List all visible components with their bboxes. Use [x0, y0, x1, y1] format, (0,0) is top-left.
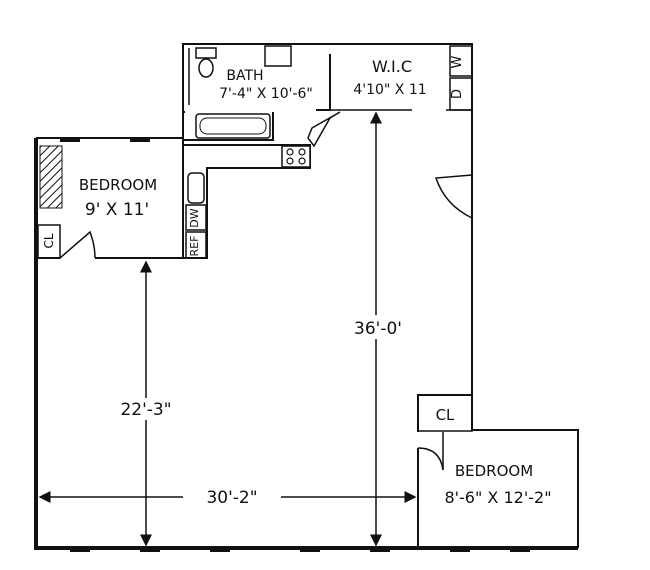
dryer-label: D [450, 89, 465, 99]
bedroom-1-dims: 9' X 11' [85, 200, 149, 220]
washer-label: W [450, 55, 465, 68]
bedroom-2-dims: 8'-6" X 12'-2" [444, 488, 551, 507]
toilet-bowl [198, 58, 214, 78]
stove [281, 145, 311, 168]
length-dimension-label: 36'-0' [354, 319, 402, 339]
closet-2 [417, 394, 473, 432]
bedroom-2-label: BEDROOM [455, 462, 533, 480]
wic-dims: 4'10" X 11 [353, 82, 426, 98]
dishwasher-label: DW [188, 208, 201, 227]
bathtub [195, 113, 271, 139]
dishwasher [185, 204, 207, 231]
walk-in-closet: W.I.C 4'10" X 11 W D [330, 45, 473, 111]
toilet-tank [195, 47, 217, 59]
wic-label: W.I.C [372, 57, 412, 76]
bath-dims: 7'-4" X 10'-6" [219, 86, 313, 102]
bedroom-1-label: BEDROOM [79, 176, 157, 194]
bedroom-2-door-swing [417, 447, 444, 471]
bath-door-swing [307, 111, 341, 148]
depth-dimension-label: 22'-3" [120, 400, 171, 420]
window-marks [60, 138, 530, 552]
bedroom-1-door-swing [59, 230, 96, 259]
sink [187, 172, 205, 204]
refrigerator-label: REF [188, 236, 201, 257]
closet-1-label: CL [42, 233, 56, 248]
bath-label: BATH [226, 68, 263, 84]
refrigerator [185, 231, 207, 259]
vanity [264, 45, 292, 67]
entry-door-swing [434, 174, 473, 219]
bedroom-1: BEDROOM 9' X 11' CL [36, 138, 184, 259]
width-dimension-label: 30'-2" [206, 488, 257, 508]
closet-1 [37, 224, 61, 259]
kitchen: DW REF [183, 144, 311, 259]
closet-2-label: CL [436, 406, 455, 424]
washer [449, 45, 473, 77]
fireplace-hatch [39, 145, 63, 209]
bathroom: BATH 7'-4" X 10'-6" [183, 45, 341, 148]
bedroom-2: CL BEDROOM 8'-6" X 12'-2" [417, 394, 552, 548]
